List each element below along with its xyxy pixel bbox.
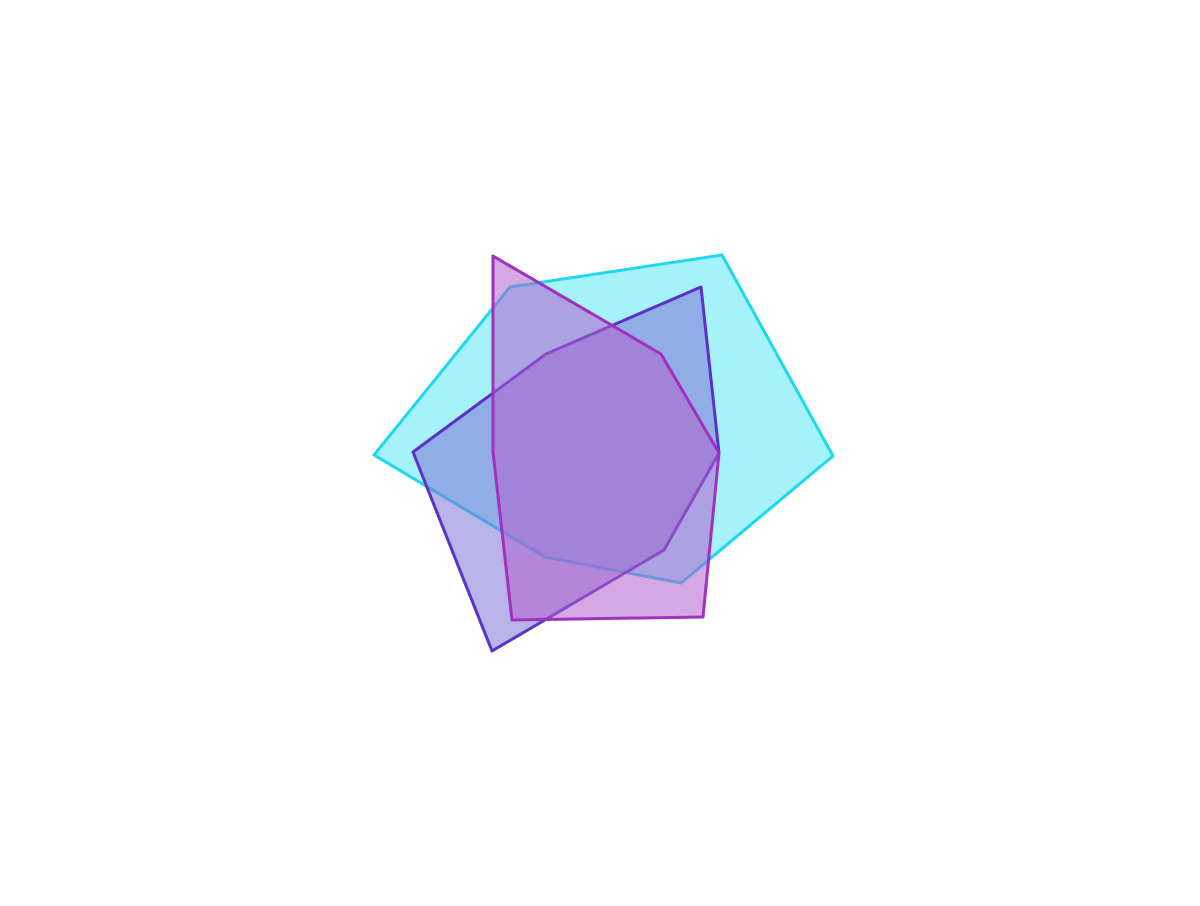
magenta-hexagon bbox=[491, 254, 721, 622]
